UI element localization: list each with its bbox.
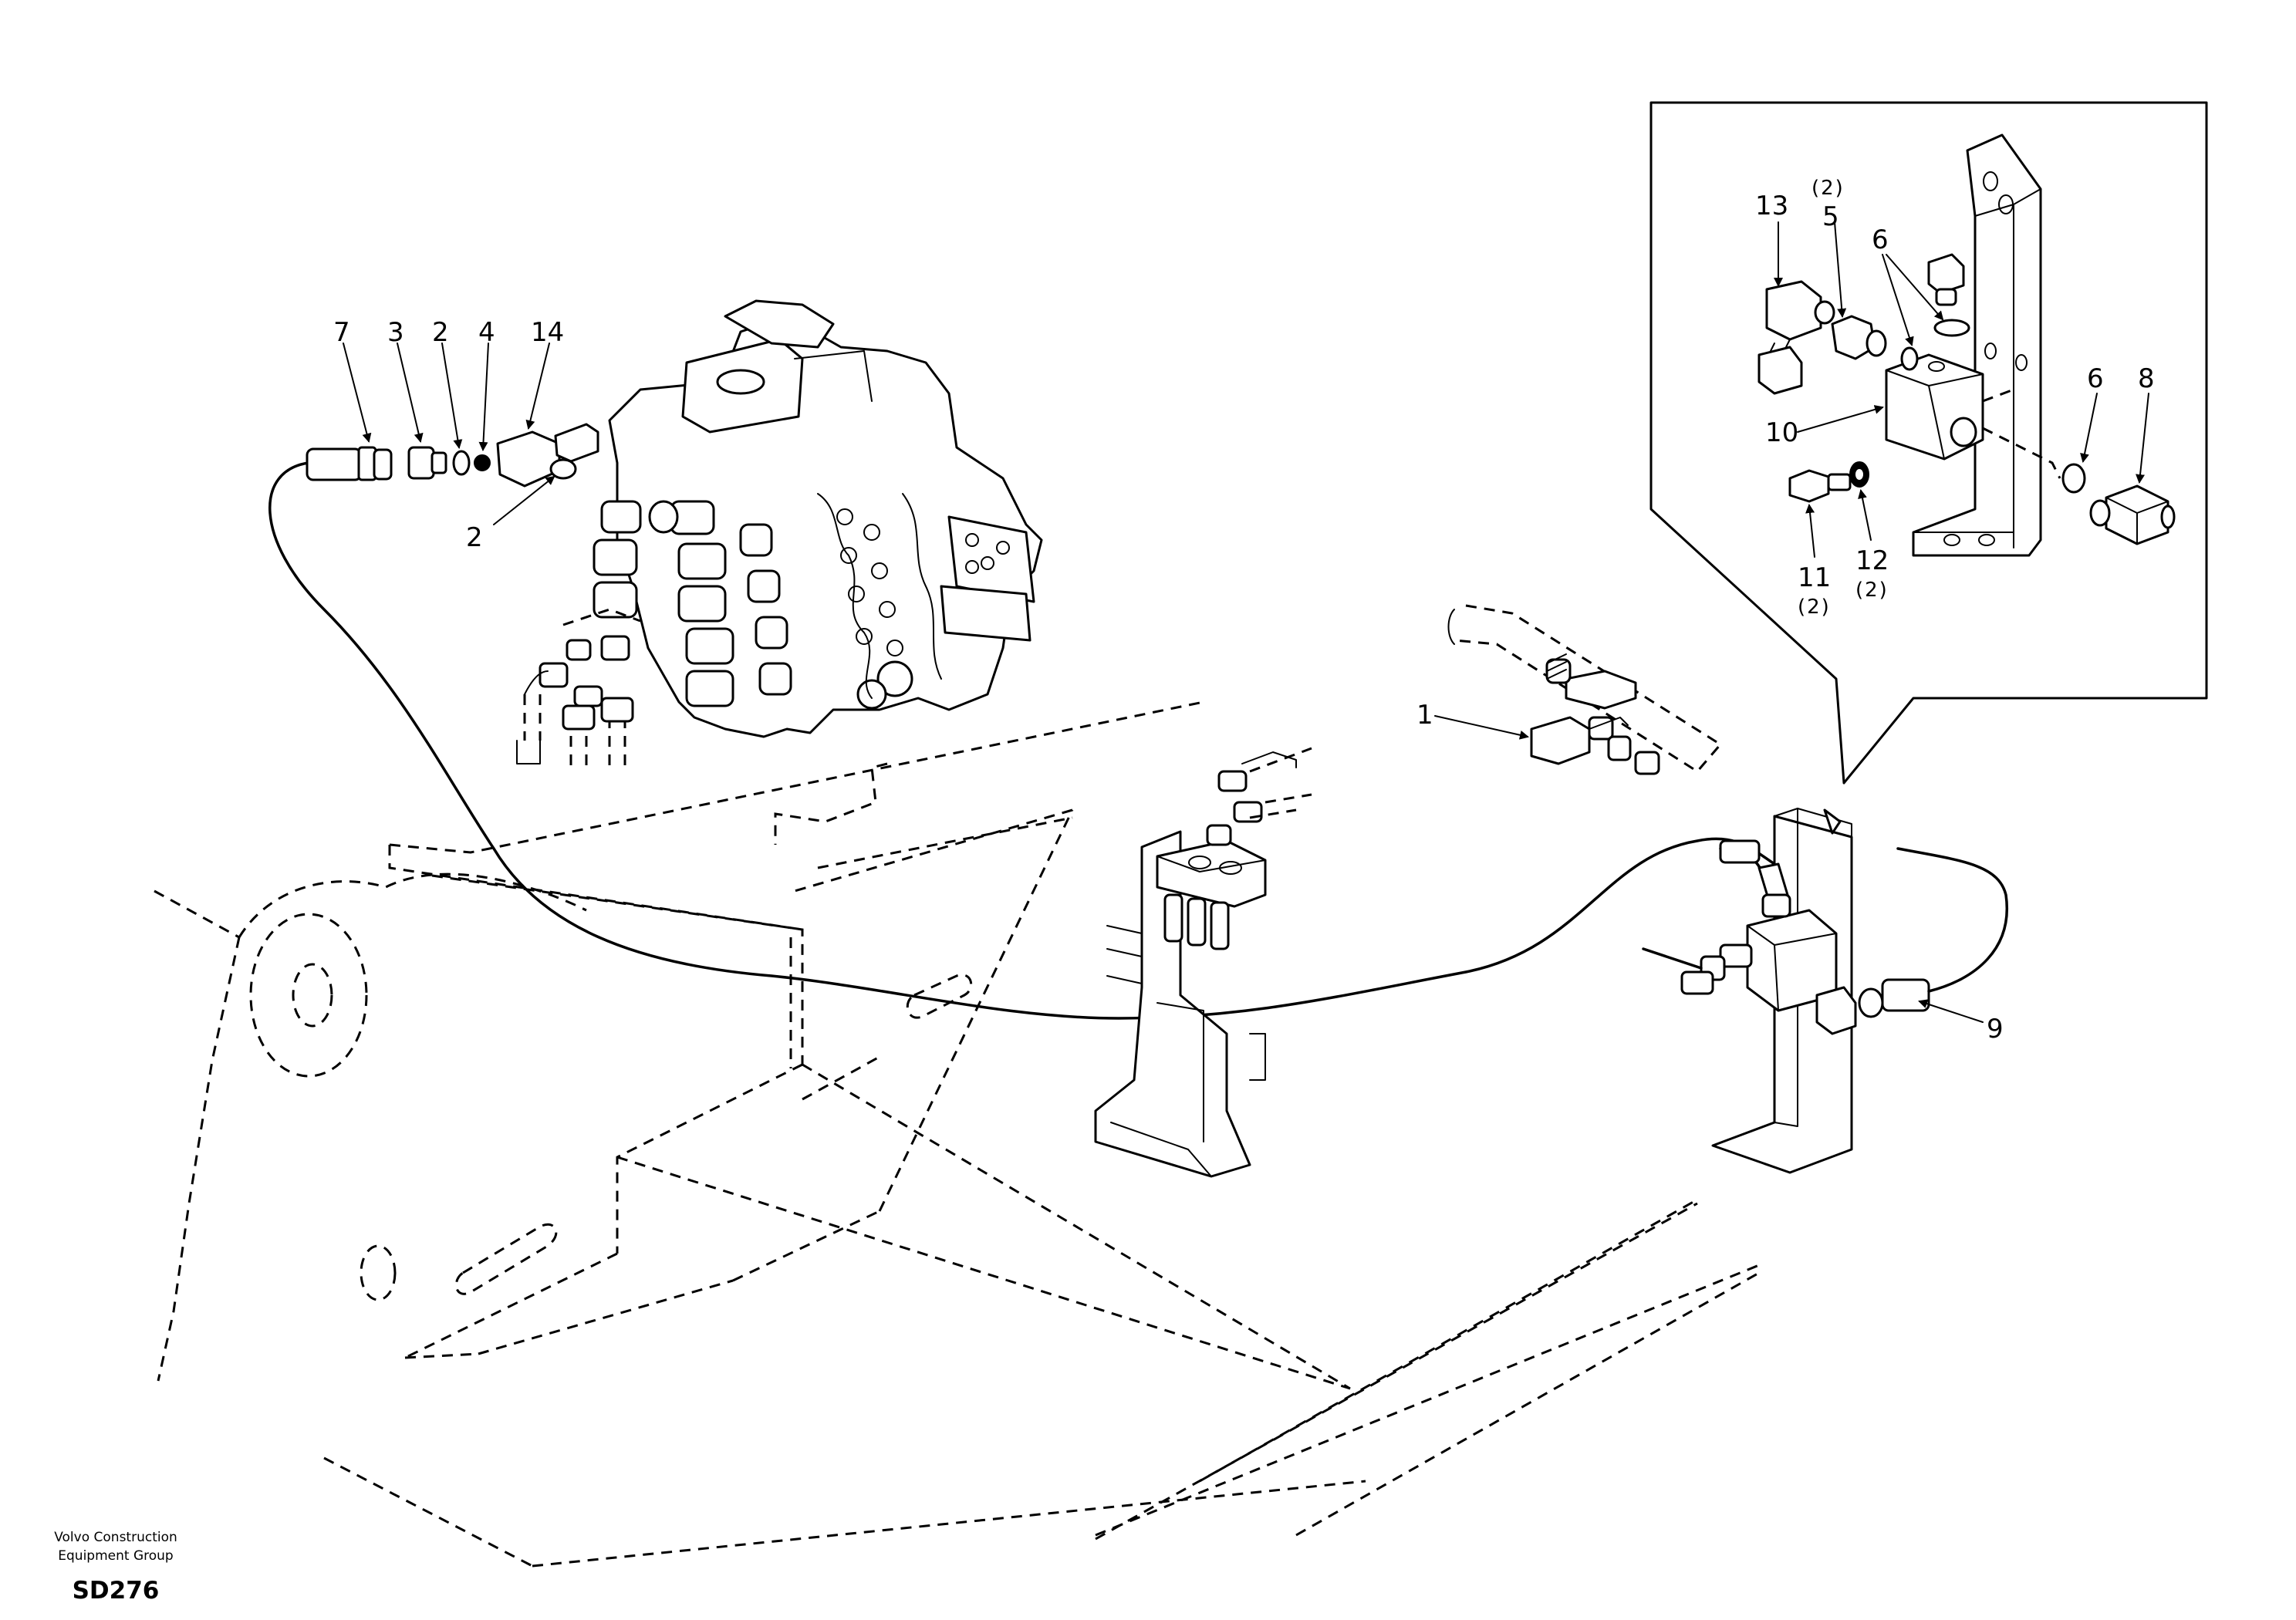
callout-3: 3 — [387, 317, 404, 348]
o-ring-item-2a — [452, 450, 471, 476]
callout-labels: 7 3 2 4 14 2 1 9 13 (2) 5 6 6 8 10 11 (2… — [333, 177, 2155, 1045]
footer: Volvo Construction Equipment Group SD276 — [54, 1530, 177, 1605]
pilot-hose-fittings — [516, 608, 641, 771]
qty-11: (2) — [1798, 596, 1831, 619]
fitting-item-1 — [1530, 716, 1591, 765]
callout-2-lower: 2 — [466, 522, 483, 553]
drawing-code: SD276 — [73, 1577, 160, 1605]
callout-9: 9 — [1987, 1014, 2004, 1045]
callout-8: 8 — [2138, 363, 2155, 394]
detail-callout-box — [1649, 101, 2208, 785]
valve-spool-caps — [593, 500, 913, 710]
company-name-line2: Equipment Group — [58, 1548, 173, 1564]
fitting-item-3 — [407, 446, 435, 480]
o-ring-item-2b — [549, 458, 577, 480]
callout-11: 11 — [1798, 562, 1831, 593]
qty-5: (2) — [1811, 177, 1845, 200]
o-ring-item-4 — [474, 454, 491, 471]
callout-10: 10 — [1765, 417, 1798, 448]
hose-assembly-left — [268, 423, 1776, 1020]
item-1-fitting-group — [1447, 604, 1723, 775]
leader-lines — [343, 221, 2149, 1023]
valve-ports — [817, 493, 942, 699]
hose-item-7 — [268, 461, 1776, 1020]
screw-item-11 — [1788, 469, 1830, 503]
solenoid-item-13 — [1765, 280, 1822, 341]
callout-7: 7 — [333, 317, 350, 348]
company-name-line1: Volvo Construction — [54, 1530, 177, 1545]
callout-14: 14 — [531, 317, 564, 348]
callout-6-right: 6 — [2087, 363, 2104, 394]
callout-12: 12 — [1855, 545, 1889, 576]
callout-1: 1 — [1416, 700, 1433, 731]
callout-13: 13 — [1755, 191, 1788, 221]
o-ring-item-6c — [2061, 463, 2086, 494]
o-ring-item-6a — [1900, 346, 1919, 371]
callout-5: 5 — [1822, 201, 1839, 232]
o-ring-item-6b — [1933, 319, 1970, 337]
callout-2-top: 2 — [432, 317, 449, 348]
elbow-item-14 — [496, 430, 561, 488]
callout-6-top: 6 — [1872, 224, 1889, 255]
main-control-valve — [593, 299, 1043, 738]
machine-frame-outline — [154, 700, 1760, 1568]
middle-bracket — [1094, 747, 1312, 1178]
hose-end-item-9 — [1881, 978, 1930, 1012]
right-bracket-assembly — [1642, 808, 2008, 1174]
qty-12: (2) — [1855, 579, 1889, 602]
callout-4: 4 — [478, 317, 495, 348]
